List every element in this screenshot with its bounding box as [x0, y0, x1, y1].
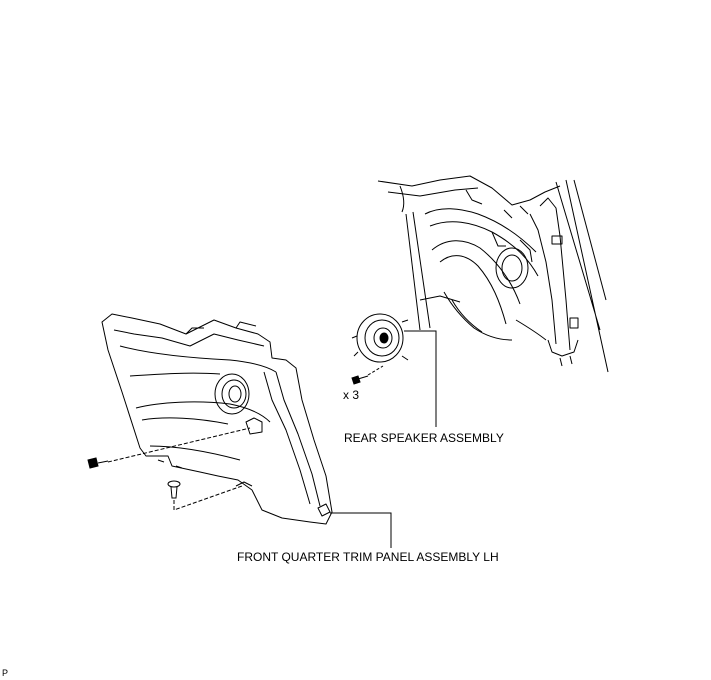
speaker-screw-leader — [367, 365, 384, 376]
speaker-screw-icon — [351, 375, 369, 385]
panel-bolt-leader — [107, 427, 251, 463]
figure-code: P — [2, 668, 9, 678]
panel-clip-leader — [173, 485, 243, 511]
rear-speaker-label: REAR SPEAKER ASSEMBLY — [344, 431, 504, 445]
panel-callout-line — [330, 512, 392, 548]
speaker-callout-line — [404, 330, 437, 427]
rear-speaker-illustration — [351, 313, 409, 363]
quarter-trim-panel-illustration — [101, 313, 333, 525]
screw-quantity-label: x 3 — [343, 388, 360, 402]
trim-panel-label: FRONT QUARTER TRIM PANEL ASSEMBLY LH — [237, 550, 499, 564]
panel-clip-icon — [167, 480, 181, 499]
panel-bolt-icon — [87, 457, 109, 469]
vehicle-body-interior — [377, 175, 609, 373]
